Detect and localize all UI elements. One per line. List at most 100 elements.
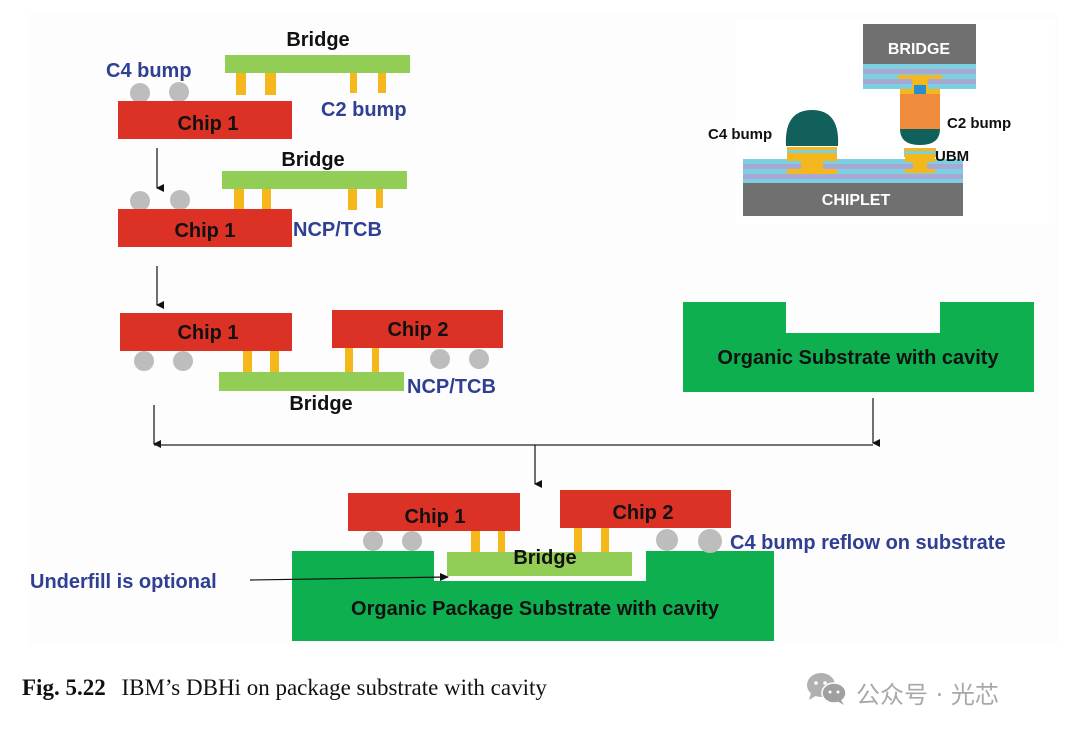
inset-bridge-pad bbox=[912, 79, 928, 89]
step2-group: Bridge Chip 1 NCP/TCB bbox=[118, 149, 407, 247]
dbhi-process-diagram: Bridge Chip 1 C4 bump C2 bump Bridge Chi… bbox=[30, 20, 1055, 641]
c4-reflow-label: C4 bump reflow on substrate bbox=[730, 532, 1006, 554]
final-group: Chip 1 Chip 2 Bridge Organic Package Sub… bbox=[30, 490, 1006, 641]
substrate-only-group: Organic Substrate with cavity bbox=[683, 302, 1034, 392]
step3-bridge bbox=[219, 372, 404, 391]
inset-bridge-layer bbox=[863, 64, 976, 69]
figure-number: Fig. 5.22 bbox=[22, 675, 106, 700]
step2-microbump bbox=[376, 189, 383, 208]
step3-c4-bump bbox=[134, 351, 154, 371]
inset-chiplet-layer bbox=[743, 169, 963, 174]
step2-microbump bbox=[262, 189, 271, 210]
final-microbump bbox=[471, 531, 480, 552]
step1-c4-bump bbox=[169, 82, 189, 102]
inset-chiplet-label: CHIPLET bbox=[822, 192, 891, 209]
step3-microbump bbox=[372, 348, 379, 372]
step3-process-label: NCP/TCB bbox=[407, 376, 496, 398]
step1-c4-bump bbox=[130, 83, 150, 103]
step1-group: Bridge Chip 1 C4 bump C2 bump bbox=[106, 29, 410, 139]
inset-ubm-label: UBM bbox=[935, 148, 969, 165]
step1-c4-label: C4 bump bbox=[106, 60, 192, 82]
step1-bridge-label: Bridge bbox=[286, 29, 349, 51]
final-c4-bump bbox=[402, 531, 422, 551]
final-chip1-label: Chip 1 bbox=[404, 506, 465, 528]
inset-cross-section: BRIDGE CHIPLET C4 bump C2 bump UBM bbox=[708, 20, 1055, 225]
inset-bridge-pad bbox=[898, 75, 942, 79]
step1-chip bbox=[118, 101, 292, 139]
step3-bridge-label: Bridge bbox=[289, 393, 352, 415]
inset-c4-label: C4 bump bbox=[708, 126, 772, 143]
organic-substrate-with-cavity bbox=[683, 302, 1034, 392]
inset-chiplet-pad bbox=[905, 157, 935, 162]
step1-microbump bbox=[350, 73, 357, 93]
inset-ubm bbox=[904, 148, 936, 151]
inset-bridge-label: BRIDGE bbox=[888, 41, 951, 58]
step1-chip-label: Chip 1 bbox=[177, 113, 238, 135]
inset-chiplet bbox=[743, 183, 963, 216]
final-chip2 bbox=[560, 490, 731, 528]
step3-microbump bbox=[243, 351, 252, 372]
wechat-icon bbox=[806, 672, 848, 712]
watermark-text: 公众号 · 光芯 bbox=[856, 680, 999, 709]
step1-microbump bbox=[265, 73, 276, 95]
step3-c4-bump bbox=[469, 349, 489, 369]
step3-c4-bump bbox=[430, 349, 450, 369]
inset-chiplet-pad bbox=[905, 169, 935, 173]
step1-microbump bbox=[236, 73, 246, 95]
inset-chiplet-layer bbox=[743, 164, 963, 169]
inset-c4-ubm bbox=[787, 153, 837, 156]
final-chip1 bbox=[348, 493, 520, 531]
final-microbump bbox=[498, 531, 505, 552]
step3-group: Chip 1 Chip 2 Bridge NCP/TCB bbox=[120, 310, 503, 415]
inset-bridge-layer bbox=[863, 69, 976, 74]
inset-chiplet-pad bbox=[787, 169, 837, 174]
step3-microbump bbox=[345, 348, 353, 372]
inset-chiplet-layer bbox=[743, 179, 963, 183]
step2-microbump bbox=[234, 189, 244, 211]
watermark: 公众号 · 光芯 bbox=[806, 672, 999, 712]
step3-c4-bump bbox=[173, 351, 193, 371]
step1-bridge bbox=[225, 55, 410, 73]
substrate-only-label: Organic Substrate with cavity bbox=[717, 347, 999, 369]
final-microbump bbox=[601, 528, 609, 552]
inset-chiplet-layer bbox=[743, 174, 963, 179]
inset-c2-label: C2 bump bbox=[947, 115, 1011, 132]
inset-ubm bbox=[904, 151, 936, 154]
final-c4-bump bbox=[656, 529, 678, 551]
final-microbump bbox=[574, 528, 582, 552]
inset-c4-solder bbox=[785, 110, 839, 146]
final-substrate-label: Organic Package Substrate with cavity bbox=[351, 598, 720, 620]
figure-caption: Fig. 5.22 IBM’s DBHi on package substrat… bbox=[22, 675, 547, 701]
step3-chip2 bbox=[332, 310, 503, 348]
step2-c4-bump bbox=[130, 191, 150, 211]
final-bridge bbox=[447, 552, 632, 576]
underfill-pointer bbox=[249, 573, 449, 581]
inset-bridge bbox=[863, 24, 976, 64]
inset-c4-ubm bbox=[787, 150, 837, 153]
inset-c4-ubm bbox=[787, 147, 837, 150]
figure-caption-text: IBM’s DBHi on package substrate with cav… bbox=[121, 675, 547, 700]
step2-c4-bump bbox=[170, 190, 190, 210]
inset-c2-pillar bbox=[900, 94, 940, 129]
inset-chiplet-layer bbox=[743, 159, 963, 164]
step3-chip1 bbox=[120, 313, 292, 351]
step2-bridge-label: Bridge bbox=[281, 149, 344, 171]
underfill-label: Underfill is optional bbox=[30, 571, 217, 593]
inset-chiplet-pad bbox=[787, 156, 837, 161]
organic-package-substrate bbox=[292, 551, 774, 641]
final-c4-bump bbox=[698, 529, 722, 553]
step3-microbump bbox=[270, 351, 279, 372]
step2-process-label: NCP/TCB bbox=[293, 219, 382, 241]
step2-bridge bbox=[222, 171, 407, 189]
final-chip2-label: Chip 2 bbox=[612, 502, 673, 524]
step3-chip1-label: Chip 1 bbox=[177, 322, 238, 344]
step3-chip2-label: Chip 2 bbox=[387, 319, 448, 341]
final-c4-bump bbox=[363, 531, 383, 551]
step2-chip-label: Chip 1 bbox=[174, 220, 235, 242]
inset-chiplet-pad bbox=[801, 161, 823, 169]
step1-c2-label: C2 bump bbox=[321, 99, 407, 121]
step2-microbump bbox=[348, 189, 357, 210]
inset-c2-solder bbox=[900, 129, 940, 145]
inset-chiplet-pad bbox=[913, 162, 927, 169]
inset-c2-pillar-core bbox=[914, 85, 926, 95]
